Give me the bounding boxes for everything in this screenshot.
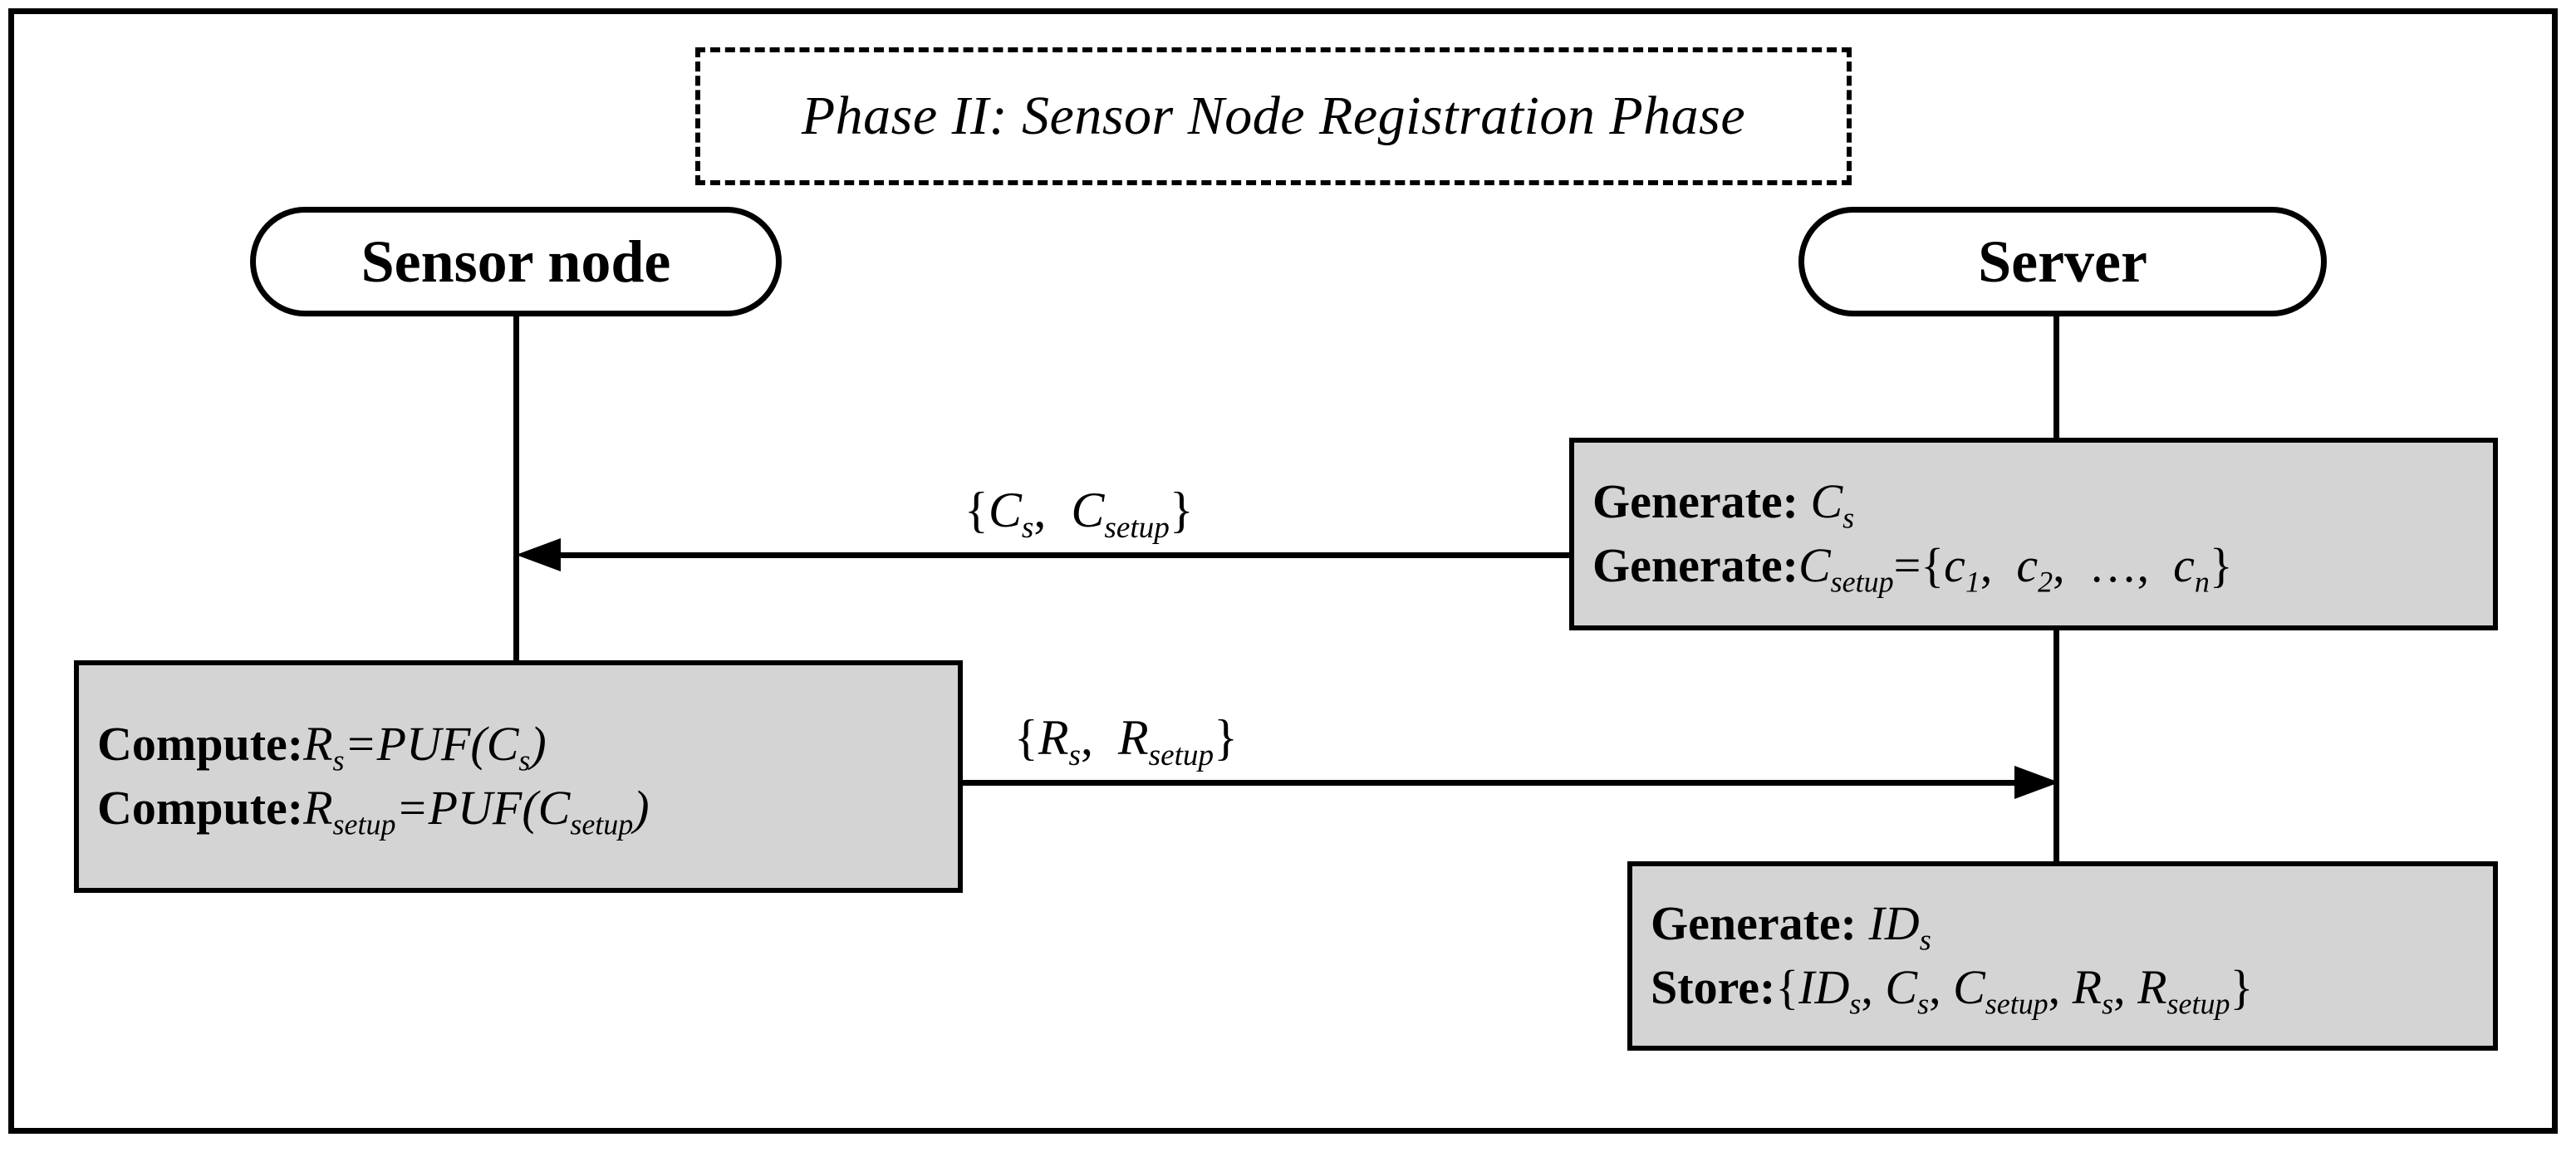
phase-title-box: Phase II: Sensor Node Registration Phase [695,47,1852,185]
comma-4: , [1929,960,1941,1014]
var-r: R [303,717,333,772]
comma-3: , [1861,960,1873,1014]
lifeline-server-lower [2053,629,2059,868]
action-box-compute-responses: Compute:Rs=PUF(Cs) Compute:Rsetup=PUF(Cs… [74,660,963,893]
actor-server: Server [1798,207,2327,316]
keyword-generate: Generate: [1592,474,1811,529]
var-c-3: C [1885,960,1918,1014]
brace-open-msg2: { [1014,710,1038,765]
ellipsis: …, [2088,538,2150,592]
sub-s-id: s [1919,924,1931,958]
actor-sensor-node: Sensor node [250,207,782,316]
comma-5: , [2048,960,2061,1014]
brace-close-msg1: } [1169,483,1194,537]
diagram-outer-frame: Phase II: Sensor Node Registration Phase… [8,8,2558,1134]
sub-s-r: s [332,744,345,778]
sub-setup: setup [1830,565,1894,599]
var-c-msg1: C [988,483,1022,537]
var-r-3: R [2072,960,2103,1014]
sub-2: 2 [2038,565,2053,599]
var-id: ID [1868,896,1920,951]
sub-setup-r: setup [332,807,396,841]
action-line-compute-rsetup: Compute:Rsetup=PUF(Csetup) [97,777,940,841]
var-id-2: ID [1798,960,1850,1014]
sub-setup-msg1: setup [1104,511,1170,545]
action-line-store-tuple: Store:{IDs, Cs, Csetup, Rs, Rsetup} [1651,956,2475,1020]
arrowhead-left-icon [516,538,561,571]
message-label-responses: {Rs, Rsetup} [1014,709,1238,771]
var-r-msg2b: R [1117,710,1149,765]
comma-1: , [1980,538,1993,592]
brace-open-msg1: { [964,483,989,537]
lifeline-sensor-node [513,313,519,665]
puf-open: PUF( [376,717,487,772]
sub-setup-c: setup [1985,987,2049,1021]
actor-server-label: Server [1978,228,2147,295]
brace-close-msg2: } [1214,710,1238,765]
keyword-store: Store: [1651,960,1776,1014]
sub-s-id-2: s [1849,987,1862,1021]
keyword-compute-2: Compute: [97,781,304,835]
comma-6: , [2113,960,2126,1014]
message-label-challenges: {Cs, Csetup} [964,482,1194,543]
comma-msg1: , [1033,483,1047,537]
var-c-arg: C [486,717,519,772]
keyword-generate-2: Generate: [1592,538,1798,592]
sub-s: s [1842,502,1855,536]
action-line-generate-csetup: Generate:Csetup={c1, c2, …, cn} [1592,534,2475,598]
action-box-generate-store: Generate: IDs Store:{IDs, Cs, Csetup, Rs… [1627,861,2498,1051]
lifeline-server-upper [2053,313,2059,439]
sub-s-arg: s [518,744,531,778]
paren-close: ) [530,717,547,772]
sub-s-r-2: s [2102,987,2114,1021]
sub-1: 1 [1965,565,1980,599]
var-c-arg-2: C [537,781,571,835]
puf-open-2: PUF( [428,781,538,835]
var-c-2: C [1798,538,1831,592]
var-r-2: R [303,781,333,835]
equals-sign: = [1893,538,1921,592]
sub-s-c: s [1917,987,1930,1021]
comma-msg2: , [1080,710,1093,765]
keyword-generate-3: Generate: [1651,896,1869,951]
message-line-2 [961,780,2018,786]
action-line-generate-ids: Generate: IDs [1651,892,2475,956]
equals-sign-2: = [344,717,377,772]
var-c-msg1b: C [1071,483,1105,537]
brace-close: } [2209,538,2233,592]
sub-s-msg1: s [1021,511,1034,545]
brace-close-2: } [2230,960,2254,1014]
paren-close-2: ) [633,781,650,835]
action-line-compute-rs: Compute:Rs=PUF(Cs) [97,713,940,777]
sub-setup-arg: setup [570,807,634,841]
var-r-4: R [2137,960,2167,1014]
arrowhead-right-icon [2014,766,2059,799]
sub-setup-r-2: setup [2166,987,2230,1021]
phase-title-text: Phase II: Sensor Node Registration Phase [801,86,1746,146]
message-line-1 [557,552,1573,558]
sub-s-msg2: s [1068,738,1081,772]
action-box-generate-challenges: Generate: Cs Generate:Csetup={c1, c2, …,… [1569,438,2498,630]
var-c1: c [1944,538,1965,592]
keyword-compute: Compute: [97,717,304,772]
var-c2: c [2016,538,2039,592]
actor-sensor-node-label: Sensor node [361,228,671,295]
equals-sign-3: = [395,781,429,835]
var-cn: c [2173,538,2195,592]
sub-setup-msg2: setup [1148,738,1214,772]
brace-open: { [1921,538,1945,592]
comma-2: , [2053,538,2065,592]
var-c: C [1810,474,1843,529]
var-r-msg2: R [1038,710,1069,765]
action-line-generate-cs: Generate: Cs [1592,470,2475,534]
brace-open-2: { [1775,960,1799,1014]
sub-n: n [2194,565,2210,599]
var-c-4: C [1953,960,1985,1014]
